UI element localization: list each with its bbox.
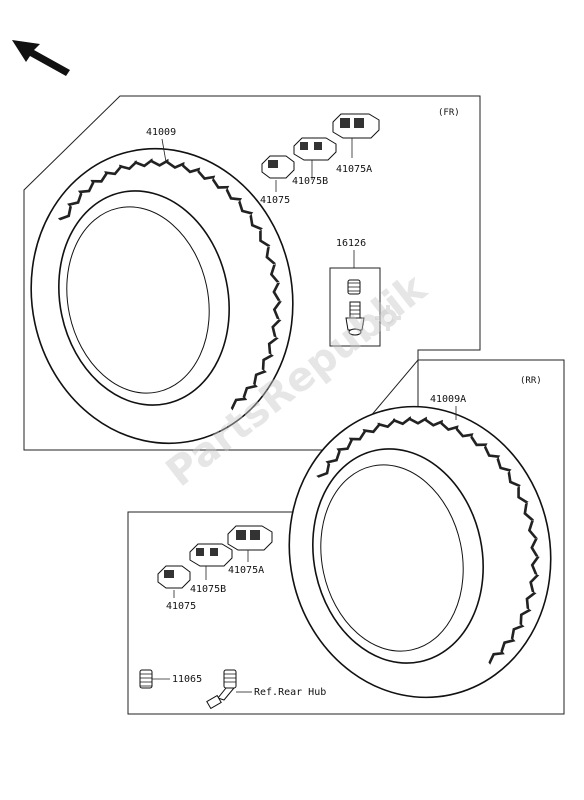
front-tag: (FR) <box>438 108 460 118</box>
direction-arrow-icon <box>12 40 70 76</box>
tread-chevron <box>496 457 512 472</box>
tread-chevron <box>197 169 216 180</box>
front-clip-a-label: 41075A <box>336 164 372 175</box>
tread-chevron <box>530 538 539 557</box>
rear-valve-cap <box>139 669 153 689</box>
tread-chevron <box>150 158 169 167</box>
rear-clip-41075a <box>227 525 273 551</box>
tread-chevron <box>408 416 427 425</box>
tread-chevron <box>269 264 280 283</box>
front-clip-label: 41075 <box>260 195 290 206</box>
tread-chevron <box>267 337 279 355</box>
tread-chevron <box>242 384 258 400</box>
front-tire-leader <box>161 138 167 163</box>
front-valve-box <box>329 267 381 347</box>
front-tread-pattern <box>57 158 282 411</box>
rear-tag: (RR) <box>520 376 542 386</box>
rear-clip-b-label: 41075B <box>190 584 226 595</box>
tread-chevron <box>271 319 282 338</box>
front-clip-41075 <box>261 155 295 179</box>
tread-chevron <box>67 191 83 206</box>
tread-chevron <box>272 282 281 301</box>
tread-chevron <box>272 301 282 320</box>
tread-chevron <box>238 200 254 215</box>
tread-chevron <box>265 246 277 265</box>
tread-chevron <box>525 592 537 610</box>
tread-chevron <box>134 158 153 168</box>
tread-chevron <box>530 556 540 575</box>
front-clip-b-label: 41075B <box>292 176 328 187</box>
watermark-gear-icon <box>375 305 401 331</box>
tread-chevron <box>166 160 185 169</box>
tread-chevron <box>336 438 353 451</box>
tread-chevron <box>362 422 381 434</box>
rear-clip-a-label: 41075A <box>228 565 264 576</box>
rear-valve-stem <box>206 669 237 710</box>
rear-clip-41075b <box>189 543 233 567</box>
front-valve-label: 16126 <box>336 238 366 249</box>
tread-chevron <box>348 429 367 441</box>
tread-chevron <box>440 421 459 432</box>
tread-chevron <box>316 462 331 478</box>
tread-chevron <box>455 426 474 438</box>
tread-chevron <box>225 187 243 201</box>
tread-chevron <box>259 229 271 247</box>
tread-chevron <box>519 608 532 626</box>
front-tire-label: 41009 <box>146 127 176 138</box>
rear-cap-label: 11065 <box>172 674 202 685</box>
tread-chevron <box>253 370 267 386</box>
tread-chevron <box>377 418 396 429</box>
tread-chevron <box>261 354 274 371</box>
tread-chevron <box>249 214 263 231</box>
front-panel-frame <box>23 95 481 451</box>
tread-chevron <box>517 486 529 504</box>
tread-chevron <box>470 434 488 447</box>
tread-chevron <box>182 163 201 174</box>
tread-chevron <box>211 177 230 189</box>
front-valve-stem <box>345 279 365 336</box>
tread-chevron <box>483 445 501 458</box>
rear-tire-label: 41009A <box>430 394 466 405</box>
tread-chevron <box>77 180 95 194</box>
rear-clip-label: 41075 <box>166 601 196 612</box>
tread-chevron <box>488 651 505 665</box>
front-tire <box>30 147 294 445</box>
tread-chevron <box>57 204 72 221</box>
tread-chevron <box>325 449 341 464</box>
tread-chevron <box>230 397 248 411</box>
tread-chevron <box>500 639 516 654</box>
tread-chevron <box>392 416 412 426</box>
front-clip-41075b <box>293 137 337 161</box>
tread-chevron <box>527 520 538 539</box>
tread-chevron <box>529 574 540 593</box>
tread-chevron <box>507 470 521 487</box>
tread-chevron <box>118 160 138 171</box>
rear-clip-41075 <box>157 565 191 589</box>
tread-chevron <box>424 417 443 427</box>
rear-tread-pattern <box>316 416 540 665</box>
front-clip-41075a <box>332 113 380 139</box>
tread-chevron <box>104 164 123 176</box>
rear-tire <box>288 405 552 699</box>
tread-chevron <box>510 624 525 641</box>
tread-chevron <box>90 171 108 183</box>
rear-ref-label: Ref.Rear Hub <box>254 687 326 698</box>
tread-chevron <box>523 502 535 521</box>
